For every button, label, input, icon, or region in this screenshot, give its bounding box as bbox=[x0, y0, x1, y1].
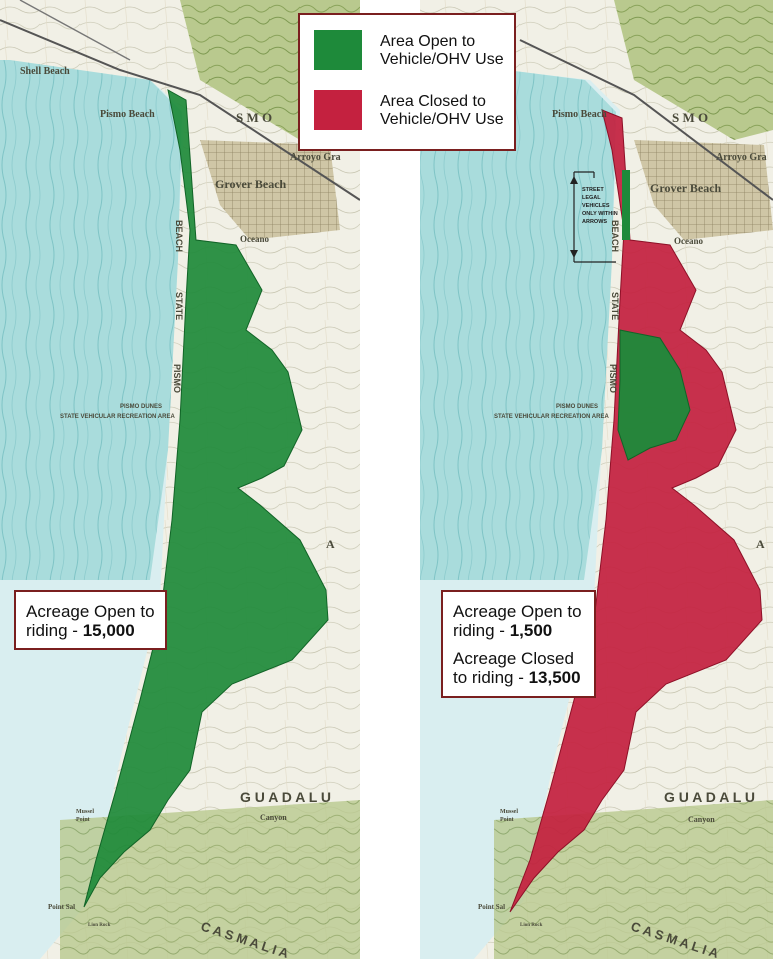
label-a-right: A bbox=[756, 537, 765, 551]
left-highway bbox=[0, 19, 361, 201]
right-hills-south bbox=[494, 800, 773, 959]
right-closed-prefix: to riding - bbox=[453, 668, 529, 687]
label-state: STATE bbox=[174, 292, 184, 320]
right-closed-line1: Acreage Closed bbox=[453, 649, 574, 668]
label-pismo: PISMO bbox=[172, 364, 182, 393]
label-state-right: STATE bbox=[610, 292, 620, 320]
street-legal-note: STREET LEGAL VEHICLES ONLY WITHIN ARROWS bbox=[582, 187, 618, 225]
label-lion-rock: Lion Rock bbox=[88, 923, 111, 928]
label-guadalupe-right: G U A D A L U bbox=[664, 789, 755, 805]
street-legal-bracket bbox=[573, 171, 616, 263]
legend-open-label: Area Open to Vehicle/OHV Use bbox=[380, 33, 504, 68]
label-arroyo-grande-right: Arroyo Gra bbox=[716, 152, 767, 163]
label-point-sal: Point Sal bbox=[48, 903, 75, 911]
left-acreage-line1: Acreage Open to bbox=[26, 602, 155, 621]
right-acreage-box: Acreage Open to riding - 1,500 Acreage C… bbox=[441, 590, 596, 698]
right-open-prefix: riding - bbox=[453, 621, 510, 640]
label-smo: S M O bbox=[236, 110, 272, 125]
label-shell-beach: Shell Beach bbox=[20, 66, 70, 77]
right-open-area bbox=[617, 329, 691, 461]
label-lion-rock-right: Lion Rock bbox=[520, 923, 543, 928]
right-town bbox=[634, 140, 773, 240]
label-pismo-right: PISMO bbox=[608, 364, 618, 393]
label-svra-1: PISMO DUNES bbox=[120, 404, 162, 410]
right-open-line1: Acreage Open to bbox=[453, 602, 582, 621]
label-oceano-right: Oceano bbox=[674, 236, 703, 246]
gutter bbox=[360, 0, 420, 959]
label-point-sal-right: Point Sal bbox=[478, 903, 505, 911]
label-a: A bbox=[326, 537, 335, 551]
legend-open-swatch bbox=[314, 30, 362, 70]
right-map: STREET LEGAL VEHICLES ONLY WITHIN ARROWS… bbox=[420, 0, 773, 959]
left-acreage-value: 15,000 bbox=[82, 621, 135, 640]
right-closed-value: 13,500 bbox=[528, 668, 581, 687]
left-acreage-box: Acreage Open to riding - 15,000 bbox=[14, 590, 167, 650]
right-hills-north bbox=[614, 0, 773, 140]
label-canyon-right: Canyon bbox=[688, 815, 715, 824]
street-legal-note-container: STREET LEGAL VEHICLES ONLY WITHIN ARROWS bbox=[582, 187, 618, 225]
legend-closed-label: Area Closed to Vehicle/OHV Use bbox=[380, 93, 504, 128]
label-smo-right: S M O bbox=[672, 110, 708, 125]
label-beach: BEACH bbox=[174, 220, 184, 252]
right-ocean bbox=[420, 60, 616, 580]
right-closed-area bbox=[509, 109, 763, 913]
label-grover-beach: Grover Beach bbox=[215, 177, 287, 191]
right-open-value: 1,500 bbox=[509, 621, 553, 640]
legend-closed-swatch bbox=[314, 90, 362, 130]
label-arroyo-grande: Arroyo Gra bbox=[290, 152, 341, 163]
label-svra-2-right: STATE VEHICULAR RECREATION AREA bbox=[494, 414, 609, 420]
label-pismo-beach: Pismo Beach bbox=[100, 109, 155, 120]
legend: Area Open to Vehicle/OHV Use Area Closed… bbox=[298, 13, 516, 151]
left-ocean bbox=[0, 60, 182, 580]
left-map: Shell Beach Pismo Beach Arroyo Gra Grove… bbox=[0, 0, 361, 959]
label-oceano: Oceano bbox=[240, 234, 269, 244]
label-guadalupe: G U A D A L U bbox=[240, 789, 331, 805]
label-canyon: Canyon bbox=[260, 813, 287, 822]
left-acreage-line2: riding - 15,000 bbox=[26, 621, 155, 640]
left-open-area bbox=[83, 89, 329, 908]
right-street-legal-strip bbox=[622, 170, 630, 240]
label-mussel-2: Point bbox=[76, 817, 90, 823]
label-grover-beach-right: Grover Beach bbox=[650, 181, 722, 195]
label-mussel-1: Mussel bbox=[76, 809, 94, 815]
label-beach-right: BEACH bbox=[610, 220, 620, 252]
label-mussel-2-right: Point bbox=[500, 817, 514, 823]
label-mussel-1-right: Mussel bbox=[500, 809, 518, 815]
label-svra-2: STATE VEHICULAR RECREATION AREA bbox=[60, 414, 175, 420]
left-acreage-prefix: riding - bbox=[26, 621, 83, 640]
label-svra-1-right: PISMO DUNES bbox=[556, 404, 598, 410]
label-pismo-beach-right: Pismo Beach bbox=[552, 109, 607, 120]
right-highway bbox=[519, 39, 773, 201]
